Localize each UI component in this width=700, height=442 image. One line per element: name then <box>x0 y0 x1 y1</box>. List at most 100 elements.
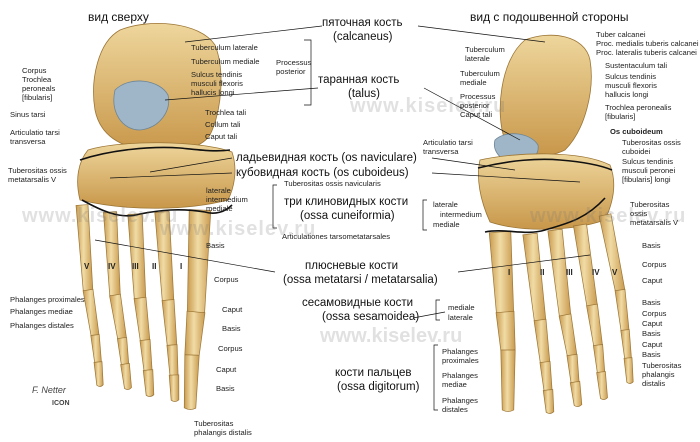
right-middle-phalanx <box>566 354 580 384</box>
label-cuneiform-intermedium: intermedium <box>206 195 248 204</box>
label-calcaneus-ru: пяточная кость <box>322 17 403 29</box>
right-metatarsals <box>488 213 634 414</box>
label-artic-tarsi-2: transversa <box>10 137 46 146</box>
ray-numeral: II <box>540 268 545 277</box>
watermark: www.kiselev.ru <box>320 325 463 347</box>
label-trochlea-peronealis-1: Trochlea <box>22 75 52 84</box>
label-r-tuberculum-mediale-2: mediale <box>460 78 487 87</box>
left-artic-tarsometatarsal-line <box>81 199 233 217</box>
label-r-sulcus-2: musculi flexoris <box>605 81 657 90</box>
right-metatarsal <box>522 232 547 322</box>
label-corpus-phalangis: Corpus <box>218 344 243 353</box>
label-sulcus-peronei-3: [fibularis] longi <box>622 175 671 184</box>
label-trochlea-peronealis-3: [fibularis] <box>22 93 53 102</box>
label-tuberculum-laterale: Tuberculum laterale <box>191 43 258 52</box>
ray-numeral: I <box>508 268 511 277</box>
label-tuberositas-navicularis: Tuberositas ossis navicularis <box>284 179 381 188</box>
left-proximal-phalanx <box>184 310 206 357</box>
label-proc-lateralis: Proc. lateralis tuberis calcanei <box>596 48 697 57</box>
label-r-tuberositas-phalangis-2: phalangis <box>642 370 675 379</box>
ray-numeral: I <box>180 262 183 271</box>
label-r-tuberculum-laterale-2: laterale <box>465 54 490 63</box>
watermark: www.kiselev.ru <box>350 95 507 117</box>
left-artic-transverse-line <box>79 146 231 161</box>
label-sulcus-peronei-1: Sulcus tendinis <box>622 157 674 166</box>
label-r-tuberositas-met-3: metatarsalis V <box>630 218 679 227</box>
label-processus-posterior-2: posterior <box>276 67 306 76</box>
label-r-phalanges-dist-1: Phalanges <box>442 396 478 405</box>
label-sesamoid-mediale: mediale <box>448 303 475 312</box>
label-tuberculum-mediale: Tuberculum mediale <box>191 57 260 66</box>
label-r-tuberculum-laterale-1: Tuberculum <box>465 45 505 54</box>
right-proximal-phalanx <box>586 303 603 347</box>
left-proximal-phalanx <box>109 293 127 340</box>
icon-logo: ICON <box>52 400 70 407</box>
label-tuberositas-phalangis-1: Tuberositas <box>194 419 234 428</box>
label-r-processus-posterior-2: posterior <box>460 101 490 110</box>
label-phalanges-distales: Phalanges distales <box>10 321 74 330</box>
ray-numeral: II <box>152 262 157 271</box>
label-r-corpus-2: Corpus <box>642 309 667 318</box>
label-metatarsi-ru: плюсневые кости <box>305 260 399 272</box>
label-r-tuberositas-phalangis-3: distalis <box>642 379 666 388</box>
right-middle-phalanx <box>539 361 553 392</box>
label-r-artic-tarsi-2: transversa <box>423 147 459 156</box>
label-sinus-tarsi: Sinus tarsi <box>10 110 46 119</box>
left-distal-phalanx <box>93 361 104 387</box>
left-proximal-phalanx <box>161 299 178 347</box>
label-r-cuneiform-mediale: mediale <box>433 220 460 229</box>
label-r-tuberositas-met-2: ossis <box>630 209 648 218</box>
left-distal-phalanx <box>183 354 200 410</box>
label-trochlea-peronealis-2: peroneals <box>22 84 56 93</box>
right-calcaneus <box>499 34 592 157</box>
watermark: www.kiselev.ru <box>22 205 179 227</box>
label-trochlea-tali: Trochlea tali <box>205 108 247 117</box>
label-cuneiform-lat: (ossa cuneiformia) <box>300 210 395 222</box>
ray-numeral: III <box>566 268 573 277</box>
label-sustentaculum-tali: Sustentaculum tali <box>605 61 668 70</box>
label-cuneiform-mediale: mediale <box>206 204 233 213</box>
right-proximal-phalanx <box>533 318 551 364</box>
left-foot-dorsal <box>75 23 236 410</box>
label-cuneiform-laterale: laterale <box>206 186 231 195</box>
right-distal-phalanx <box>569 380 583 407</box>
label-r-basis-4: Basis <box>642 350 661 359</box>
left-middle-phalanx <box>116 337 130 366</box>
label-tuberositas-cuboidei-2: cuboidei <box>622 147 651 156</box>
label-r-phalanges-prox-1: Phalanges <box>442 347 478 356</box>
right-artic-tarsometatarsal-line <box>484 197 606 234</box>
label-r-phalanges-med-1: Phalanges <box>442 371 478 380</box>
label-phalanges-proximales: Phalanges proximales <box>10 295 85 304</box>
label-sulcus-peronei-2: musculi peronei <box>622 166 676 175</box>
right-foot-plantar <box>477 34 634 414</box>
label-basis: Basis <box>206 241 225 250</box>
right-artic-transverse-line <box>477 158 613 171</box>
label-collum-tali: Collum tali <box>205 120 241 129</box>
label-cuboideus: кубовидная кость (os cuboideus) <box>236 167 409 179</box>
leader-lines <box>94 25 591 411</box>
label-corpus-metatarsi: Corpus <box>214 275 239 284</box>
right-distal-phalanx <box>542 389 555 414</box>
right-metatarsal <box>573 223 598 307</box>
label-basis-distalis: Basis <box>216 384 235 393</box>
label-basis-phalangis: Basis <box>222 324 241 333</box>
label-sesamoid-lat: (ossa sesamoidea) <box>322 311 420 323</box>
left-tarsus <box>77 142 236 209</box>
left-middle-phalanx <box>139 339 153 372</box>
label-sulcus-1: Sulcus tendinis <box>191 70 243 79</box>
label-r-phalanges-dist-2: distales <box>442 405 468 414</box>
label-talus-ru: таранная кость <box>318 74 400 86</box>
label-r-basis: Basis <box>642 241 661 250</box>
left-talus-trochlea <box>113 80 170 131</box>
label-caput-metatarsi: Caput <box>222 305 243 314</box>
label-r-caput-tali: Caput tali <box>460 110 493 119</box>
label-cuneiform-ru: три клиновидных кости <box>284 196 409 208</box>
label-r-processus-posterior-1: Processus <box>460 92 496 101</box>
label-r-tuberositas-met-1: Tuberositas <box>630 200 670 209</box>
left-middle-phalanx <box>90 334 102 364</box>
label-r-tuberculum-mediale-1: Tuberculum <box>460 69 500 78</box>
right-distal-phalanx <box>500 349 516 412</box>
left-distal-phalanx <box>142 369 155 397</box>
label-caput-phalangis: Caput <box>216 365 237 374</box>
